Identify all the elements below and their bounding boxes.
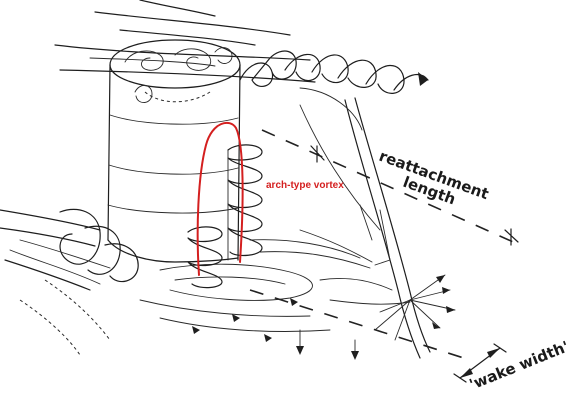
arch-vortex-label: arch-type vortex <box>266 180 344 191</box>
ground-plate <box>360 205 390 265</box>
upper-streamlines <box>55 0 315 82</box>
wake-width-label: 'wake width' <box>467 337 571 393</box>
downwash-band <box>300 88 430 358</box>
horseshoe-vortex <box>0 209 138 355</box>
